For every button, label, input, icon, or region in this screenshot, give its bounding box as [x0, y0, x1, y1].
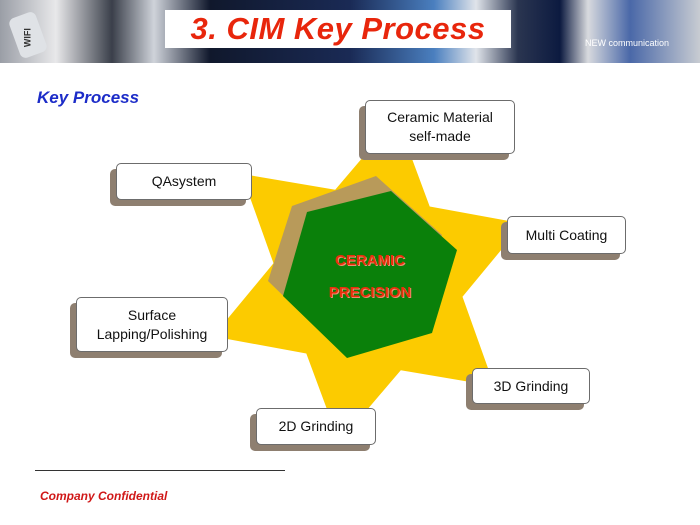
- banner-caption: NEW communication: [585, 38, 670, 48]
- node-3d-grinding: 3D Grinding: [472, 368, 590, 404]
- node-qa-system: QAsystem: [116, 163, 252, 200]
- node-ceramic-material: Ceramic Material self-made: [365, 100, 515, 154]
- node-surface-lapping: Surface Lapping/Polishing: [76, 297, 228, 352]
- center-label-line2: PRECISION: [328, 284, 412, 301]
- confidential-notice: Company Confidential: [40, 489, 168, 503]
- node-label: Surface: [127, 306, 177, 323]
- node-label: 3D Grinding: [493, 377, 569, 394]
- node-label: Ceramic Material: [387, 109, 493, 125]
- node-2d-grinding: 2D Grinding: [256, 408, 376, 445]
- node-label: 2D Grinding: [278, 418, 354, 434]
- node-label: Multi Coating: [525, 226, 608, 243]
- page-title: 3. CIM Key Process: [190, 11, 486, 46]
- footer-divider: [35, 470, 285, 471]
- node-label: QAsystem: [151, 173, 217, 189]
- node-label: Lapping/Polishing: [96, 325, 208, 342]
- section-heading: Key Process: [37, 88, 140, 107]
- header-banner: WIFI NEW communication 3. CIM Key Proces…: [0, 0, 700, 63]
- node-label: self-made: [409, 128, 471, 144]
- title-box: 3. CIM Key Process: [165, 10, 511, 48]
- center-label-line1: CERAMIC: [335, 252, 405, 269]
- node-multi-coating: Multi Coating: [507, 216, 626, 254]
- center-hexagon: [283, 191, 457, 358]
